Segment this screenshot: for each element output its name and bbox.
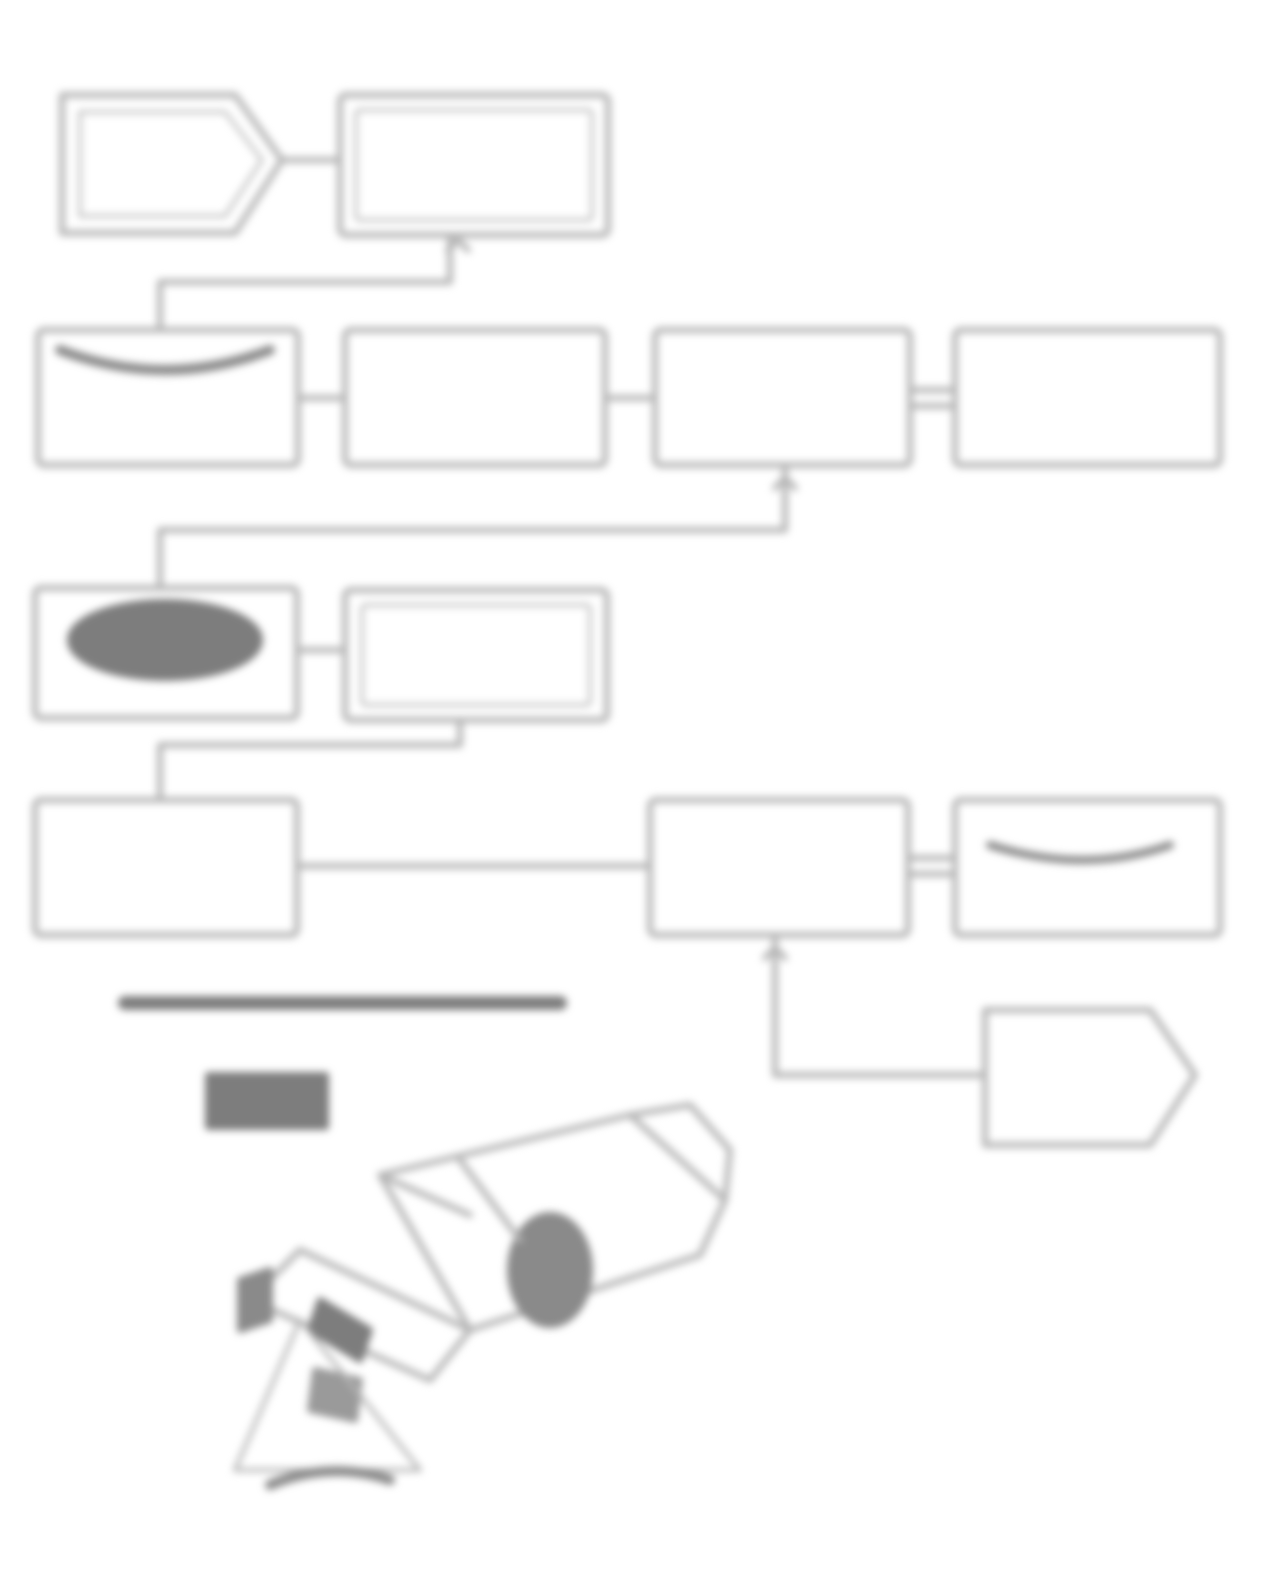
node-step-5	[342, 587, 610, 723]
node-start	[59, 92, 285, 236]
figure-label-block	[205, 1072, 329, 1130]
connector-step3-decision2	[157, 462, 788, 591]
component-illustration	[233, 1102, 733, 1490]
connector-arrowhead	[762, 945, 788, 961]
connector-arrowhead	[445, 237, 471, 253]
node-step-7	[647, 797, 911, 938]
connector-step5-step6	[157, 717, 463, 803]
connector-step1-decision1	[157, 232, 453, 333]
node-step-1	[337, 92, 611, 238]
node-decision-1	[35, 327, 301, 468]
node-step-8	[952, 797, 1223, 938]
node-step-4	[952, 327, 1223, 468]
node-step-2	[342, 327, 608, 468]
connector-step7-end	[772, 932, 988, 1078]
node-end	[982, 1007, 1198, 1148]
node-step-3	[652, 327, 913, 468]
connector-arrowhead	[772, 475, 798, 491]
node-step-6	[32, 797, 300, 938]
node-decision-2	[32, 585, 300, 721]
